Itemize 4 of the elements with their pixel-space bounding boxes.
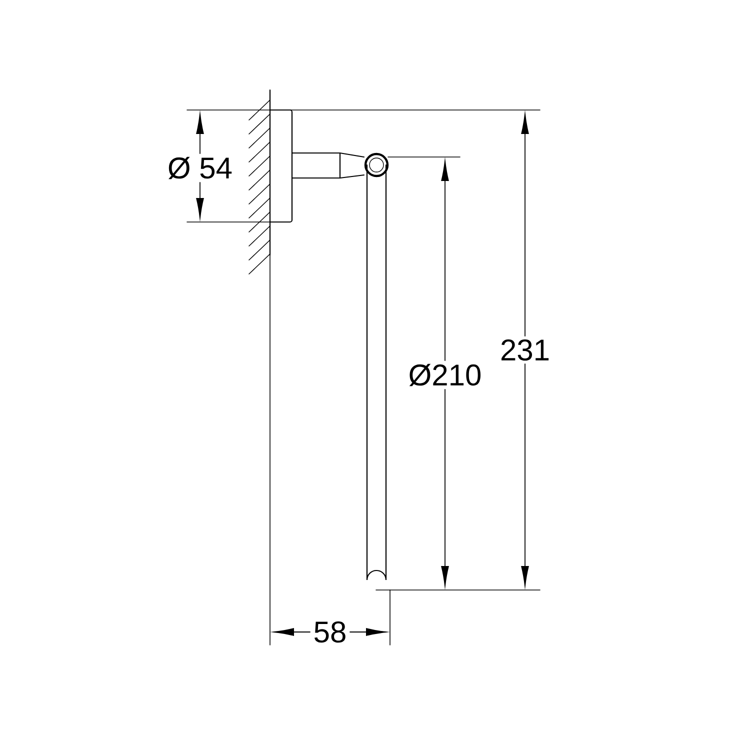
dimension-label: Ø 54 <box>164 154 236 182</box>
dimension-label: Ø210 <box>405 360 485 390</box>
dimension-label: 231 <box>496 336 554 364</box>
dimension-label: 58 <box>310 618 350 646</box>
